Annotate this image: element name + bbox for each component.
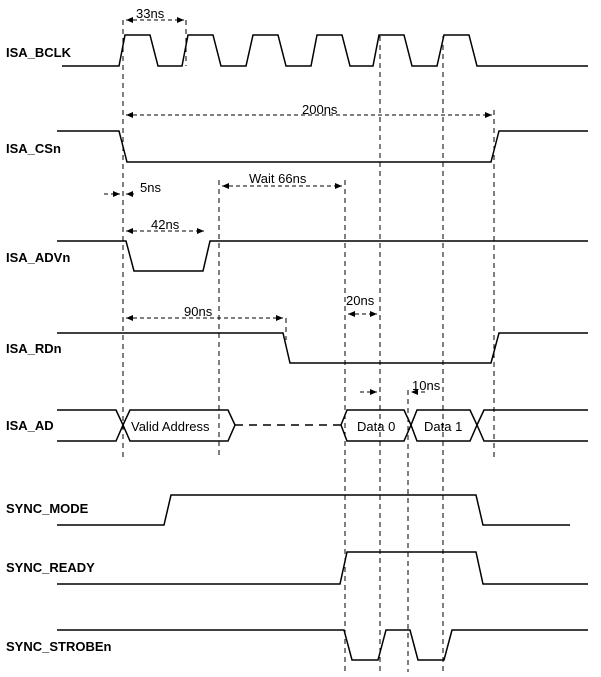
timing-label-90ns: 90ns (184, 304, 213, 319)
bus-data-1: Data 1 (424, 419, 462, 434)
timing-label-33ns: 33ns (136, 6, 165, 21)
signal-label-isa-rdn: ISA_RDn (6, 341, 62, 356)
sync-mode-waveform (57, 494, 570, 526)
timing-label-42ns: 42ns (151, 217, 180, 232)
signal-label-isa-advn: ISA_ADVn (6, 250, 70, 265)
isa-ad-bus (57, 409, 588, 442)
timing-label-5ns: 5ns (140, 180, 161, 195)
bus-valid-address: Valid Address (131, 419, 210, 434)
timing-label-10ns: 10ns (412, 378, 441, 393)
bus-data-0: Data 0 (357, 419, 395, 434)
signal-label-isa-bclk: ISA_BCLK (6, 45, 72, 60)
signal-label-sync-mode: SYNC_MODE (6, 501, 89, 516)
timing-label-20ns: 20ns (346, 293, 375, 308)
isa-bclk-waveform (62, 34, 588, 67)
guide-lines (122, 20, 495, 672)
timing-label-200ns: 200ns (302, 102, 338, 117)
signal-label-sync-strobe: SYNC_STROBEn (6, 639, 112, 654)
timing-label-wait: Wait 66ns (249, 171, 307, 186)
signal-label-isa-csn: ISA_CSn (6, 141, 61, 156)
sync-ready-waveform (57, 551, 588, 585)
isa-rdn-waveform (57, 332, 588, 364)
isa-advn-waveform (57, 240, 588, 272)
isa-csn-waveform (57, 130, 588, 163)
signal-label-isa-ad: ISA_AD (6, 418, 54, 433)
signal-label-sync-ready: SYNC_READY (6, 560, 95, 575)
sync-strobe-waveform (57, 629, 588, 661)
